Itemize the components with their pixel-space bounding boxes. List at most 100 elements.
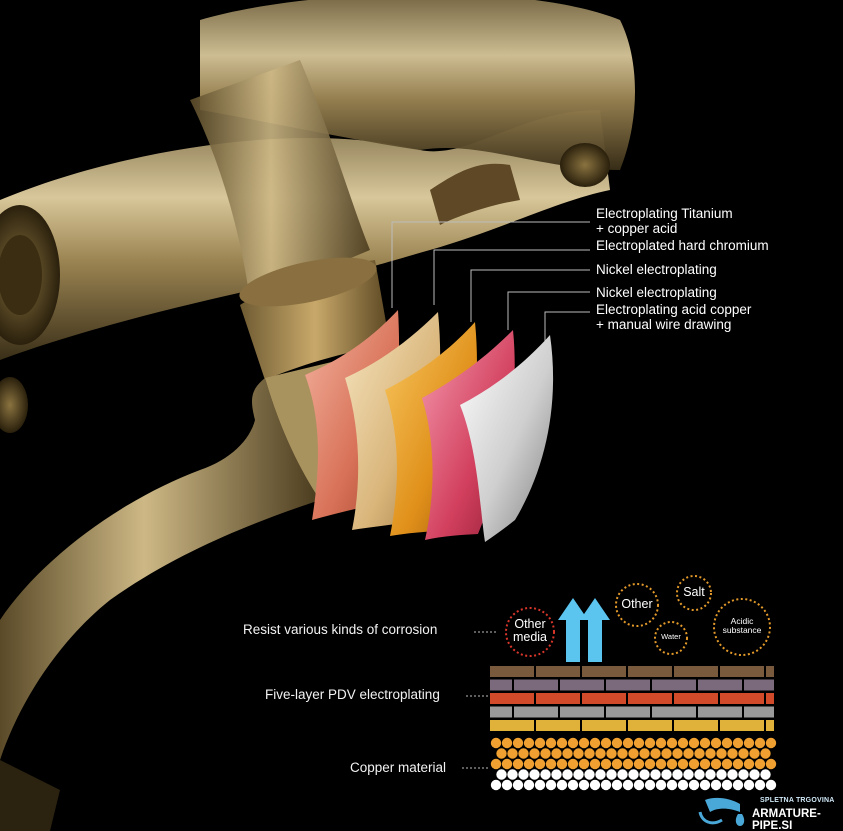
copper-sphere bbox=[573, 748, 584, 759]
copper-sphere bbox=[611, 737, 623, 749]
copper-sphere bbox=[567, 737, 579, 749]
layer-label-1: Electroplating Titanium + copper acid bbox=[596, 206, 733, 236]
copper-sphere bbox=[578, 737, 590, 749]
layer-cards bbox=[305, 310, 554, 542]
copper-sphere bbox=[677, 737, 689, 749]
copper-sphere bbox=[754, 737, 766, 749]
copper-sphere bbox=[655, 737, 667, 749]
brick bbox=[674, 720, 718, 731]
copper-sphere bbox=[644, 779, 656, 791]
copper-sphere bbox=[611, 779, 623, 791]
brick bbox=[606, 679, 650, 691]
copper-sphere bbox=[523, 758, 535, 770]
copper-sphere bbox=[655, 779, 667, 791]
copper-sphere bbox=[567, 779, 579, 791]
arrow-up-icon bbox=[580, 598, 610, 662]
copper-sphere bbox=[617, 769, 628, 780]
copper-sphere bbox=[501, 737, 513, 749]
copper-sphere bbox=[672, 748, 683, 759]
copper-sphere bbox=[716, 769, 727, 780]
brick bbox=[536, 720, 580, 731]
copper-sphere bbox=[705, 769, 716, 780]
copper-sphere bbox=[699, 737, 711, 749]
up-arrows bbox=[558, 598, 610, 662]
copper-sphere bbox=[666, 737, 678, 749]
logo-tagline: SPLETNA TRGOVINA bbox=[760, 797, 835, 804]
brick bbox=[514, 679, 558, 691]
copper-sphere bbox=[490, 779, 502, 791]
copper-sphere bbox=[501, 779, 513, 791]
copper-sphere bbox=[765, 779, 777, 791]
brick bbox=[674, 666, 718, 677]
bubble-other-media-label: Other media bbox=[512, 617, 548, 645]
copper-sphere bbox=[529, 748, 540, 759]
copper-sphere bbox=[666, 779, 678, 791]
copper-sphere bbox=[534, 737, 546, 749]
faucet-drop-icon bbox=[698, 797, 745, 826]
brick bbox=[582, 666, 626, 677]
layer-label-3: Nickel electroplating bbox=[596, 262, 717, 277]
copper-sphere bbox=[567, 758, 579, 770]
brick bbox=[490, 706, 512, 718]
copper-sphere bbox=[622, 737, 634, 749]
copper-sphere bbox=[556, 779, 568, 791]
bubble-acidic-label: Acidic substance bbox=[722, 616, 762, 635]
copper-sphere bbox=[573, 769, 584, 780]
copper-sphere bbox=[512, 758, 524, 770]
copper-sphere bbox=[677, 779, 689, 791]
bubble-other-label: Other bbox=[621, 597, 653, 611]
copper-sphere bbox=[490, 737, 502, 749]
bubble-salt-label: Salt bbox=[683, 585, 705, 599]
copper-sphere bbox=[732, 737, 744, 749]
copper-sphere bbox=[545, 758, 557, 770]
copper-sphere bbox=[518, 769, 529, 780]
brick bbox=[560, 706, 604, 718]
brick bbox=[560, 679, 604, 691]
copper-sphere bbox=[699, 758, 711, 770]
copper-sphere bbox=[490, 758, 502, 770]
copper-sphere bbox=[732, 758, 744, 770]
brick bbox=[628, 693, 672, 704]
copper-sphere bbox=[562, 748, 573, 759]
copper-sphere bbox=[694, 748, 705, 759]
bubble-salt bbox=[676, 575, 712, 611]
brick bbox=[744, 679, 774, 691]
copper-sphere bbox=[507, 769, 518, 780]
copper-sphere bbox=[732, 779, 744, 791]
copper-sphere bbox=[534, 779, 546, 791]
copper-sphere bbox=[512, 779, 524, 791]
copper-sphere bbox=[589, 779, 601, 791]
copper-sphere bbox=[721, 737, 733, 749]
brick bbox=[536, 693, 580, 704]
copper-sphere bbox=[556, 737, 568, 749]
corrosion-bubbles bbox=[505, 575, 771, 657]
layer-label-5-line1: Electroplating acid copper bbox=[596, 302, 752, 317]
copper-sphere bbox=[749, 769, 760, 780]
copper-sphere bbox=[661, 748, 672, 759]
faucet-spout bbox=[0, 360, 360, 831]
copper-sphere bbox=[727, 769, 738, 780]
copper-sphere bbox=[518, 748, 529, 759]
layer-label-4: Nickel electroplating bbox=[596, 285, 717, 300]
copper-sphere bbox=[606, 748, 617, 759]
arrow-up-icon bbox=[558, 598, 588, 662]
layer-label-1-line1: Electroplating Titanium bbox=[596, 206, 733, 221]
copper-sphere bbox=[754, 779, 766, 791]
brick bbox=[652, 706, 696, 718]
layer-label-5-line2: + manual wire drawing bbox=[596, 317, 732, 332]
copper-sphere bbox=[562, 769, 573, 780]
copper-sphere bbox=[606, 769, 617, 780]
copper-sphere bbox=[710, 758, 722, 770]
bubble-other-media bbox=[505, 607, 555, 657]
brick bbox=[514, 706, 558, 718]
copper-sphere bbox=[529, 769, 540, 780]
copper-sphere bbox=[743, 779, 755, 791]
copper-sphere bbox=[683, 769, 694, 780]
copper-sphere bbox=[523, 779, 535, 791]
copper-sphere bbox=[600, 737, 612, 749]
copper-sphere bbox=[600, 779, 612, 791]
leader-lines bbox=[391, 221, 590, 342]
copper-sphere bbox=[628, 748, 639, 759]
copper-sphere bbox=[584, 748, 595, 759]
